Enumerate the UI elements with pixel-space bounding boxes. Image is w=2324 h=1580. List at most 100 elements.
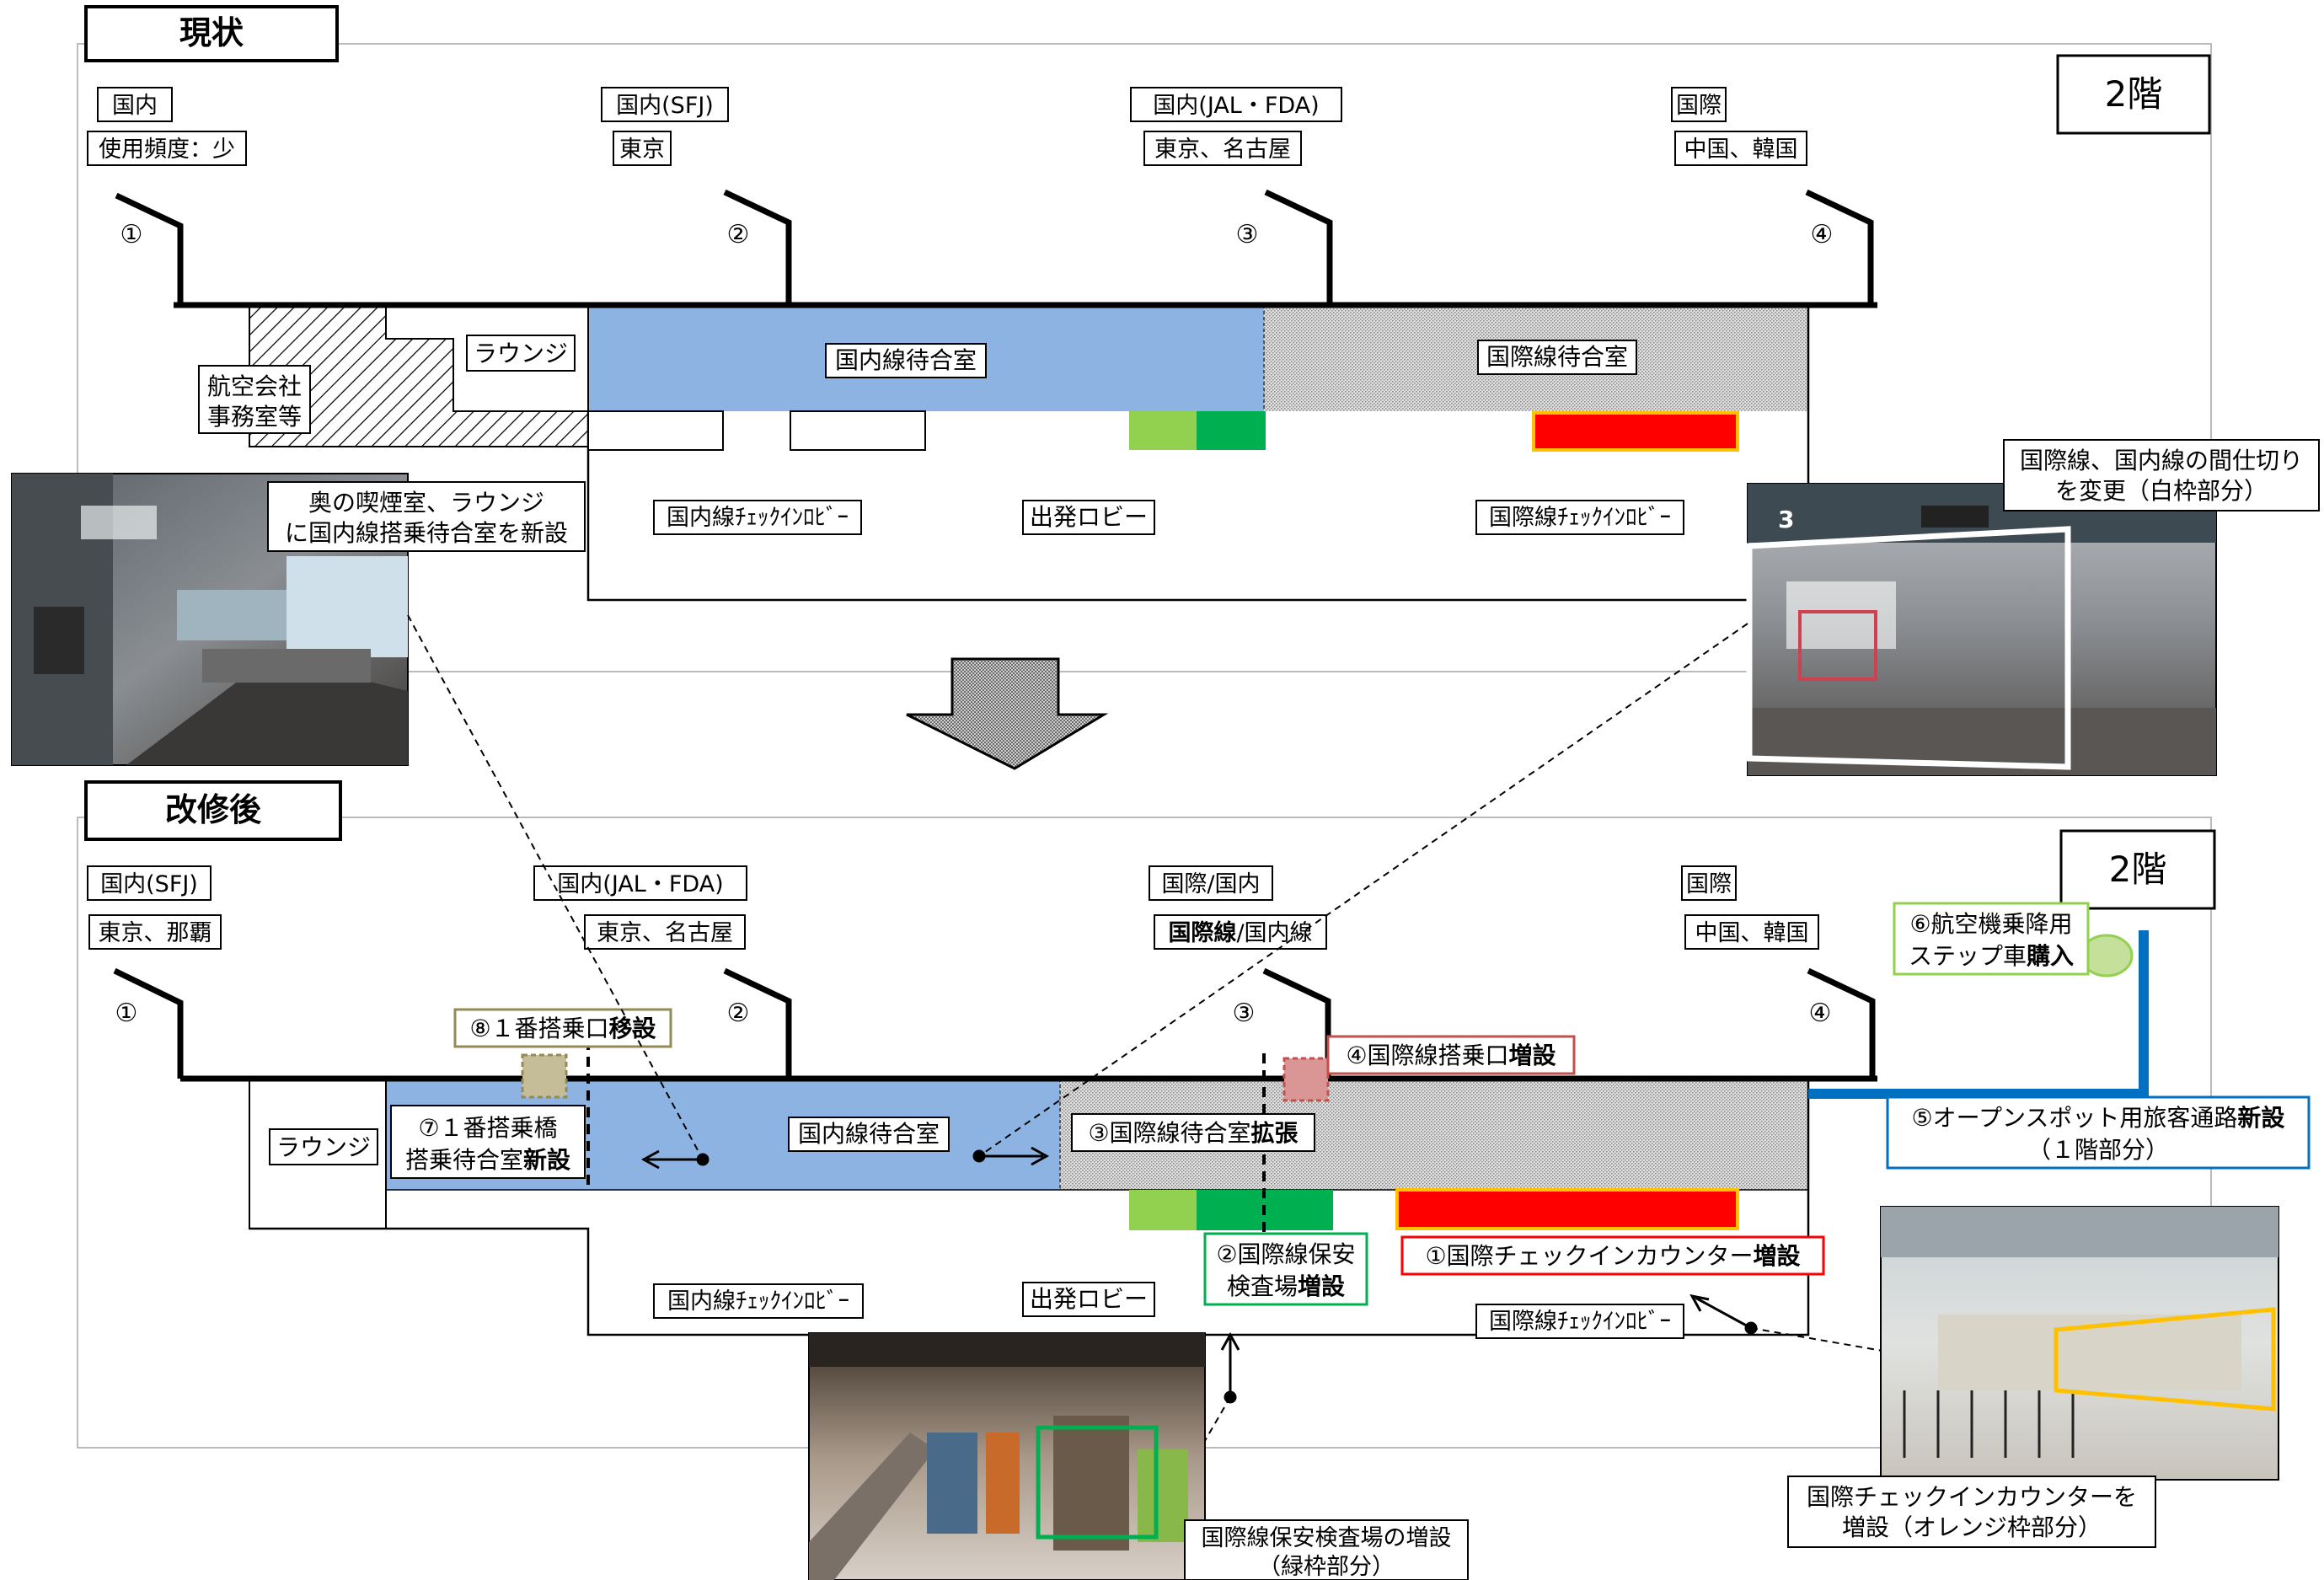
item-2-bold: 増設 — [1298, 1272, 1346, 1300]
item-8-text: ⑧１番搭乗口 — [469, 1015, 608, 1042]
after-domestic-checkin-label-box: 国内線ﾁｪｯｸｲﾝﾛﾋﾞｰ — [653, 1283, 864, 1319]
item-4-text: ④国際線搭乗口 — [1346, 1042, 1508, 1069]
after-lounge-label-box: ラウンジ — [269, 1128, 378, 1165]
item-3-text: ③国際線待合室 — [1088, 1119, 1250, 1147]
before-gate-4-bridge — [1805, 189, 1874, 305]
before-gate-3: 国内(JAL・FDA) 東京、名古屋 ③ — [1130, 87, 1342, 249]
before-floor-label: 2階 — [2105, 73, 2163, 115]
item-6-line2: ステップ車購入 — [1909, 942, 2074, 970]
smoking-callout-line1: 奥の喫煙室、ラウンジ — [308, 489, 544, 517]
after-floor-box: 2階 — [2059, 829, 2216, 910]
security-callout: 国際線保安検査場の増設 （緑枠部分） — [1184, 1519, 1469, 1580]
before-to-after-arrow — [906, 657, 1109, 770]
after-intl-checkin-label-box: 国際線ﾁｪｯｸｲﾝﾛﾋﾞｰ — [1475, 1304, 1684, 1339]
counter-callout: 国際チェックインカウンターを 増設（オレンジ枠部分） — [1787, 1476, 2156, 1548]
item-6-step-car: ⑥航空機乗降用 ステップ車購入 — [1893, 902, 2090, 976]
security-callout-line1: 国際線保安検査場の増設 — [1202, 1525, 1452, 1551]
item-5-open-spot-passage: ⑤オープンスポット用旅客通路新設 （１階部分） — [1886, 1095, 2311, 1170]
after-floor-label: 2階 — [2109, 849, 2167, 890]
before-domestic-checkin-label: 国内線ﾁｪｯｸｲﾝﾛﾋﾞｰ — [667, 505, 849, 531]
security-photo — [808, 1332, 1206, 1580]
gate-number: ③ — [1236, 220, 1259, 249]
item-8-gate-1-relocate: ⑧１番搭乗口移設 — [453, 1008, 672, 1048]
before-gate-4: 国際 中国、韓国 ④ — [1671, 87, 1834, 249]
item-6-text: ステップ車 — [1909, 942, 2027, 970]
gate-type-label: 国内(SFJ) — [616, 93, 714, 119]
gate-type-label: 国際/国内 — [1161, 871, 1260, 897]
partition-photo: 3 — [1746, 483, 2217, 776]
gate-type-label: 国内(JAL・FDA) — [557, 871, 723, 897]
smoking-room-callout: 奥の喫煙室、ラウンジ に国内線搭乗待合室を新設 — [267, 481, 586, 552]
before-intl-waiting-label-box: 国際線待合室 — [1477, 340, 1637, 375]
item-7-boarding-bridge-waiting: ⑦１番搭乗橋 搭乗待合室新設 — [390, 1105, 586, 1179]
security-callout-line2: （緑枠部分） — [1258, 1554, 1395, 1580]
item-3-intl-waiting-expand: ③国際線待合室拡張 — [1071, 1113, 1315, 1152]
after-intl-checkin-label: 国際線ﾁｪｯｸｲﾝﾛﾋﾞｰ — [1489, 1309, 1671, 1335]
item-4-label: ④国際線搭乗口増設 — [1346, 1042, 1556, 1069]
partition-callout-line1: 国際線、国内線の間仕切り — [2020, 447, 2303, 474]
before-domestic-waiting-label-box: 国内線待合室 — [825, 343, 987, 378]
after-security-area-light — [1129, 1190, 1197, 1230]
gate-number: ④ — [1811, 220, 1834, 249]
before-title: 現状 — [179, 14, 244, 51]
added-intl-gate-marker — [1282, 1057, 1330, 1102]
item-6-bold: 購入 — [2027, 942, 2074, 970]
gate-type-label: 国内(JAL・FDA) — [1153, 93, 1319, 119]
after-title-box: 改修後 — [84, 780, 342, 841]
item-8-bold: 移設 — [609, 1015, 657, 1042]
counter-callout-line2: 増設（オレンジ枠部分） — [1842, 1513, 2102, 1541]
item-5-text: ⑤オープンスポット用旅客通路 — [1912, 1104, 2238, 1132]
after-intl-checkin-counter-expanded — [1395, 1188, 1739, 1230]
airline-office-label-line1: 航空会社 — [207, 372, 302, 400]
before-intl-checkin-label-box: 国際線ﾁｪｯｸｲﾝﾛﾋﾞｰ — [1475, 500, 1684, 535]
item-1-label: ①国際チェックインカウンター増設 — [1425, 1242, 1801, 1270]
before-intl-checkin-counter — [1532, 411, 1739, 452]
smoking-callout-line2: に国内線搭乗待合室を新設 — [285, 519, 568, 547]
gate-type-label: 国内 — [112, 93, 158, 119]
counter-callout-line1: 国際チェックインカウンターを — [1807, 1483, 2137, 1511]
before-title-box: 現状 — [84, 5, 339, 62]
before-gate-2-bridge — [723, 189, 792, 305]
gate-dest-label: 中国、韓国 — [1684, 137, 1798, 163]
gate-dest-label: 東京、名古屋 — [597, 920, 733, 946]
gate-dest-label: 東京、名古屋 — [1154, 137, 1291, 163]
gate-number: ② — [727, 999, 750, 1028]
item-7-bold: 新設 — [523, 1146, 571, 1174]
item-1-bold: 増設 — [1754, 1242, 1802, 1270]
before-gate-1-bridge — [115, 192, 184, 305]
item-7-line2: 搭乗待合室新設 — [405, 1146, 571, 1174]
before-intl-waiting-label: 国際線待合室 — [1486, 343, 1628, 371]
item-1-intl-counter-add: ①国際チェックインカウンター増設 — [1400, 1235, 1825, 1276]
after-gate-2-bridge — [723, 967, 792, 1079]
item-1-text: ①国際チェックインカウンター — [1425, 1242, 1753, 1270]
counter-photo — [1880, 1206, 2279, 1481]
before-gate-1: 国内 使用頻度：少 ① — [87, 87, 247, 249]
gate-number: ① — [115, 999, 138, 1028]
before-security-area-light — [1129, 411, 1197, 450]
before-counter-block — [587, 410, 724, 451]
before-security-area — [1197, 411, 1266, 450]
open-spot-passage — [1808, 930, 2149, 1099]
gate-dest-label: 中国、韓国 — [1695, 920, 1809, 946]
relocated-gate-1-marker — [521, 1053, 568, 1099]
item-7-line1: ⑦１番搭乗橋 — [418, 1114, 557, 1142]
before-airline-office-label-box: 航空会社 事務室等 — [198, 365, 311, 434]
after-gate-4-bridge — [1807, 967, 1876, 1079]
after-gate-3: 国際/国内 国際線/国内線 ③ — [1149, 865, 1327, 1028]
before-gate-2: 国内(SFJ) 東京 ② — [601, 87, 750, 249]
after-title: 改修後 — [165, 791, 262, 828]
partition-callout-line2: を変更（白枠部分） — [2055, 477, 2268, 505]
after-domestic-waiting-label-box: 国内線待合室 — [788, 1117, 950, 1152]
before-counter-block — [790, 410, 926, 451]
item-5-line1: ⑤オープンスポット用旅客通路新設 — [1912, 1104, 2286, 1132]
after-lounge-label: ラウンジ — [276, 1133, 371, 1161]
gate-number: ① — [120, 220, 143, 249]
after-domestic-waiting-label: 国内線待合室 — [798, 1120, 940, 1148]
gate-number: ② — [727, 220, 750, 249]
item-2-security-add: ②国際線保安 検査場増設 — [1203, 1232, 1368, 1306]
item-3-bold: 拡張 — [1251, 1119, 1299, 1147]
airline-office-label-line2: 事務室等 — [207, 403, 302, 431]
gate-dest-label: 使用頻度：少 — [99, 137, 235, 163]
before-lounge-label-box: ラウンジ — [466, 335, 576, 372]
